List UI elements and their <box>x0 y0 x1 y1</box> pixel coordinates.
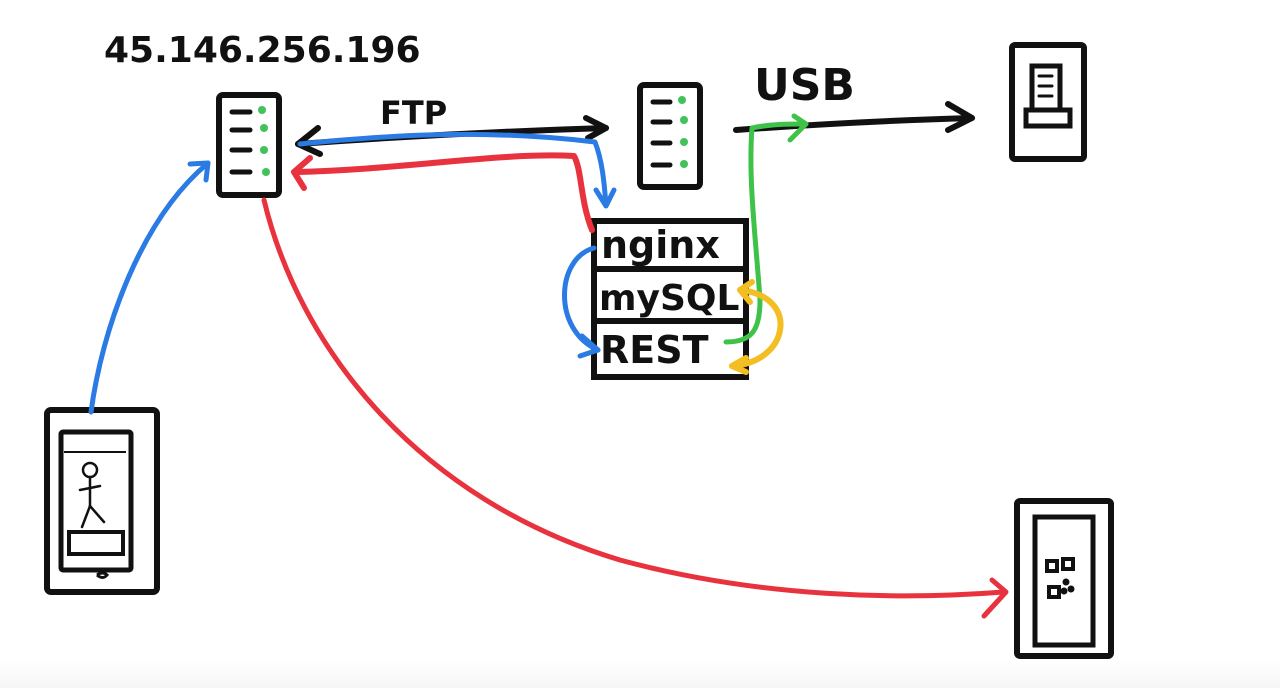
phone-home-icon <box>96 571 110 579</box>
phone-button <box>67 530 125 556</box>
printer-icon-tray <box>1023 107 1073 129</box>
red-arrow-stack-to-server <box>291 152 595 233</box>
blue-arrow-phone-to-server <box>88 160 211 415</box>
service-stack-frame <box>591 218 749 380</box>
ftp-label: FTP <box>380 94 447 132</box>
yellow-loop-rest-mysql <box>729 279 784 375</box>
user-figure-icon <box>78 461 106 529</box>
stack-layer-nginx: nginx <box>601 223 720 267</box>
green-arrow-rest-to-usb <box>723 113 809 345</box>
stack-layer-rest: REST <box>600 328 709 372</box>
remote-server-slots <box>229 109 253 175</box>
remote-server-leds <box>258 106 270 176</box>
scanner-device <box>1014 498 1114 659</box>
bottom-fade <box>0 660 1280 688</box>
red-arrow-server-to-scanner <box>261 197 1009 619</box>
printer-icon-paper <box>1029 63 1063 113</box>
local-server-leds <box>678 96 688 168</box>
qr-code-icon <box>1045 557 1075 599</box>
remote-server: 45.146.256.196 <box>104 30 421 198</box>
service-stack: nginx mySQL REST <box>591 218 749 380</box>
local-server <box>637 82 703 190</box>
blue-arrow-server-to-stack <box>297 131 617 209</box>
stack-layer-mysql: mySQL <box>599 278 739 319</box>
blue-arrow-nginx-to-rest <box>562 245 601 359</box>
server-ip-label: 45.146.256.196 <box>104 30 421 71</box>
printer-device <box>1009 42 1087 162</box>
phone-device <box>44 407 160 595</box>
usb-label: USB <box>754 60 855 111</box>
local-server-slots <box>650 99 673 168</box>
